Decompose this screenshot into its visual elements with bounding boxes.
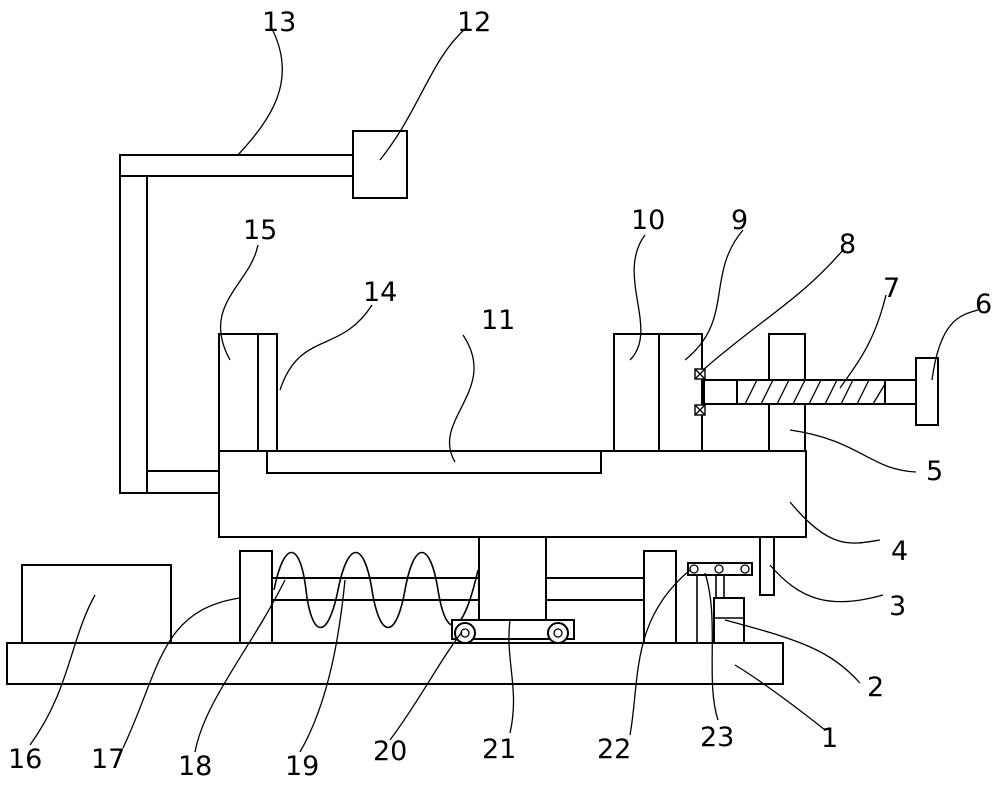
label-22: 22 bbox=[597, 734, 631, 765]
tray bbox=[266, 450, 602, 474]
spring bbox=[273, 552, 479, 628]
guide-rod bbox=[271, 577, 645, 601]
label-2: 2 bbox=[867, 672, 884, 703]
bearing-top bbox=[694, 368, 706, 380]
bearing-bottom bbox=[694, 404, 706, 416]
part-labels: 13 12 15 14 11 10 9 8 7 6 5 4 3 2 1 23 2… bbox=[8, 7, 992, 782]
leader-lines bbox=[29, 24, 979, 753]
slider-plate bbox=[451, 619, 575, 640]
wheel-left bbox=[454, 622, 476, 644]
label-16: 16 bbox=[8, 744, 42, 775]
label-8: 8 bbox=[839, 229, 856, 260]
left-box bbox=[21, 564, 172, 644]
label-3: 3 bbox=[889, 591, 906, 622]
handle bbox=[915, 357, 939, 426]
label-20: 20 bbox=[373, 736, 407, 767]
frame-top-arm bbox=[119, 154, 354, 177]
label-17: 17 bbox=[91, 744, 125, 775]
right-post bbox=[643, 550, 677, 644]
right-clamp-plate bbox=[658, 333, 703, 452]
thread-lines bbox=[744, 379, 886, 405]
label-6: 6 bbox=[975, 289, 992, 320]
label-5: 5 bbox=[926, 456, 943, 487]
label-9: 9 bbox=[731, 205, 748, 236]
label-14: 14 bbox=[363, 277, 397, 308]
label-4: 4 bbox=[891, 536, 908, 567]
left-clamp-plate bbox=[257, 333, 278, 452]
label-23: 23 bbox=[700, 722, 734, 753]
label-18: 18 bbox=[178, 751, 212, 782]
link-bar bbox=[687, 562, 753, 576]
left-clamp-block bbox=[218, 333, 259, 452]
label-15: 15 bbox=[243, 215, 277, 246]
label-7: 7 bbox=[883, 273, 900, 304]
label-11: 11 bbox=[481, 305, 515, 336]
frame-vertical bbox=[119, 154, 148, 494]
central-column bbox=[478, 534, 547, 622]
base-plate bbox=[6, 642, 784, 685]
label-13: 13 bbox=[262, 7, 296, 38]
label-10: 10 bbox=[631, 205, 665, 236]
wheel-right bbox=[547, 622, 569, 644]
left-post bbox=[239, 550, 273, 644]
top-box bbox=[352, 130, 408, 199]
label-21: 21 bbox=[482, 734, 516, 765]
label-12: 12 bbox=[457, 7, 491, 38]
side-bar bbox=[759, 536, 775, 596]
frame-bottom-arm bbox=[146, 470, 220, 494]
label-1: 1 bbox=[821, 723, 838, 754]
label-19: 19 bbox=[285, 751, 319, 782]
right-clamp-block bbox=[613, 333, 660, 452]
